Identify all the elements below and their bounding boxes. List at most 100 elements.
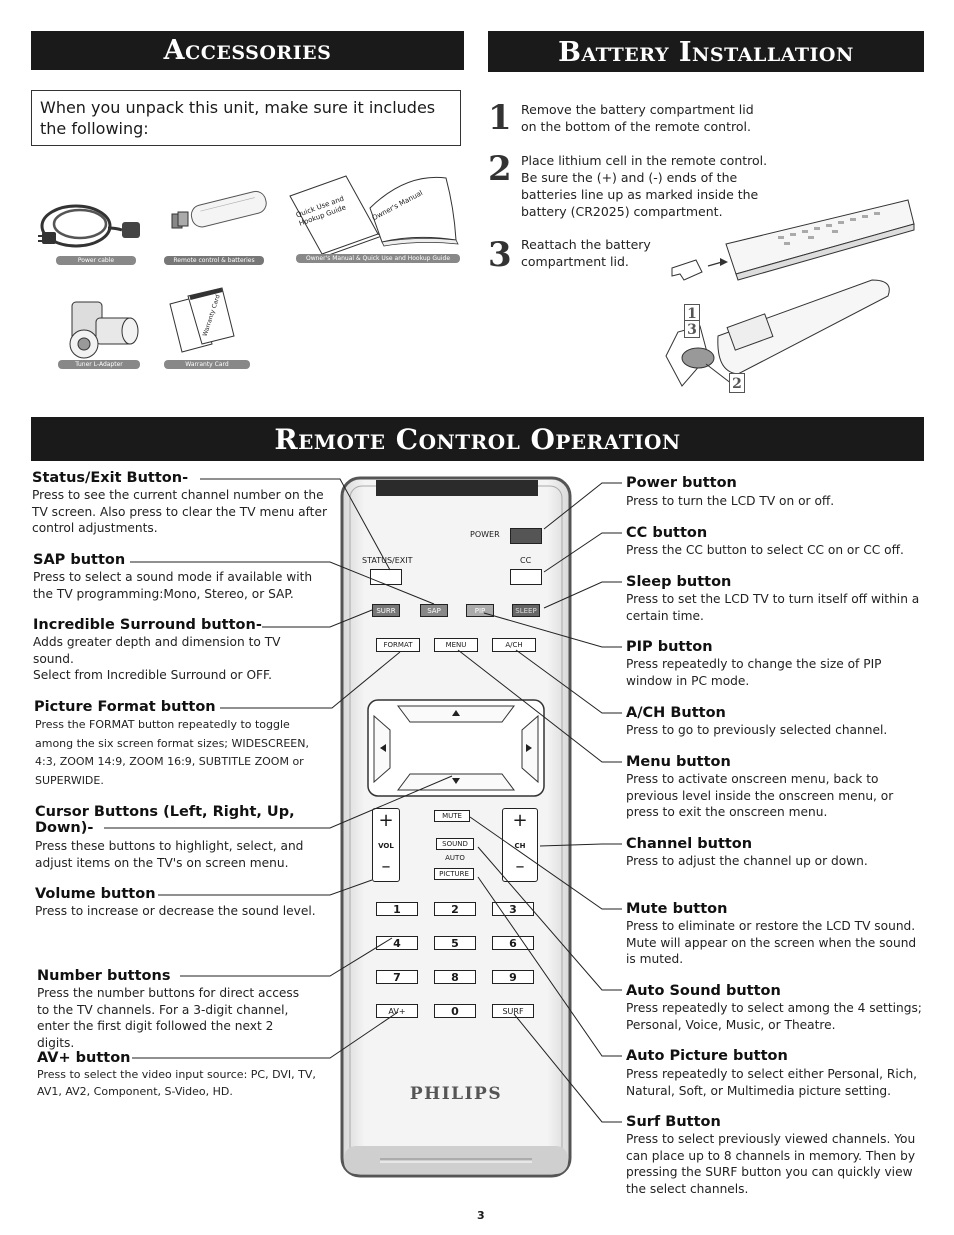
auto-sound-button[interactable]: SOUND: [436, 838, 474, 850]
power-button[interactable]: [510, 528, 542, 544]
volume-desc: Press to increase or decrease the sound …: [35, 904, 316, 918]
pip-button[interactable]: PIP: [466, 604, 494, 617]
diagram-tag: 3: [684, 320, 700, 338]
surround-desc: Adds greater depth and dimension to TV s…: [33, 635, 281, 666]
cursor-right-button[interactable]: [522, 730, 538, 768]
cursor-title-2: Down)-: [35, 820, 94, 836]
step-number: 3: [488, 235, 512, 275]
sleep-title: Sleep button: [626, 574, 732, 590]
surf-title: Surf Button: [626, 1114, 721, 1130]
volume-label: VOL: [378, 842, 394, 850]
digit-button-9[interactable]: 9: [492, 970, 534, 984]
ach-desc: Press to go to previously selected chann…: [626, 723, 888, 737]
digit-button-8[interactable]: 8: [434, 970, 476, 984]
accessory-label: Power cable: [56, 256, 136, 265]
sap-title: SAP button: [33, 552, 126, 568]
format-button[interactable]: FORMAT: [376, 638, 420, 652]
channel-plus-icon: +: [512, 810, 528, 831]
volume-title: Volume button: [35, 886, 156, 902]
channel-minus-icon: –: [515, 856, 525, 877]
cursor-down-button[interactable]: [410, 774, 502, 790]
picture-format-title: Picture Format button: [34, 699, 216, 715]
accessory-label: Warranty Card: [164, 360, 250, 369]
surf-button[interactable]: SURF: [492, 1004, 534, 1018]
digit-button-2[interactable]: 2: [434, 902, 476, 916]
surround-title: Incredible Surround button-: [33, 617, 262, 633]
volume-minus-icon: –: [381, 856, 391, 877]
warranty-card-icon: [169, 287, 235, 353]
sap-button[interactable]: SAP: [420, 604, 448, 617]
auto-picture-desc: Press repeatedly to select either Person…: [626, 1067, 918, 1098]
step-text: Remove the battery compartment lid on th…: [521, 102, 754, 134]
page-number: 3: [477, 1209, 485, 1222]
digit-button-6[interactable]: 6: [492, 936, 534, 950]
number-desc: Press the number buttons for direct acce…: [37, 986, 300, 1050]
ach-title: A/CH Button: [626, 705, 726, 721]
digit-button-7[interactable]: 7: [376, 970, 418, 984]
av-plus-button[interactable]: AV+: [376, 1004, 418, 1018]
av-desc: Press to select the video input source: …: [37, 1068, 316, 1098]
manual-icon: [289, 175, 459, 256]
sleep-desc: Press to set the LCD TV to turn itself o…: [626, 592, 920, 623]
auto-picture-title: Auto Picture button: [626, 1048, 788, 1064]
cc-desc: Press the CC button to select CC on or C…: [626, 543, 904, 557]
digit-button-0[interactable]: 0: [434, 1004, 476, 1018]
status-exit-label: STATUS/EXIT: [362, 556, 413, 565]
cc-title: CC button: [626, 525, 708, 541]
cc-button[interactable]: [510, 569, 542, 585]
accessory-label: Owner's Manual & Quick Use and Hookup Gu…: [296, 254, 460, 263]
av-title: AV+ button: [37, 1050, 131, 1066]
status-exit-button[interactable]: [370, 569, 402, 585]
battery-diagram: [665, 199, 915, 387]
step-number: 1: [488, 98, 512, 138]
power-title: Power button: [626, 475, 737, 491]
menu-button[interactable]: MENU: [434, 638, 478, 652]
cursor-title: Cursor Buttons (Left, Right, Up,: [35, 804, 295, 820]
pip-desc: Press repeatedly to change the size of P…: [626, 657, 882, 688]
sleep-button[interactable]: SLEEP: [512, 604, 540, 617]
channel-label: CH: [514, 842, 526, 850]
pip-title: PIP button: [626, 639, 713, 655]
mute-desc: Press to eliminate or restore the LCD TV…: [626, 919, 917, 966]
accessory-label: Tuner L-Adapter: [58, 360, 140, 369]
status-exit-desc: Press to see the current channel number …: [32, 488, 327, 535]
power-cable-icon: [38, 204, 140, 248]
brand-logo: PHILIPS: [409, 1084, 503, 1104]
digit-button-1[interactable]: 1: [376, 902, 418, 916]
cursor-up-button[interactable]: [410, 706, 502, 722]
accessories-header: Accessories: [31, 31, 464, 70]
power-label: POWER: [470, 530, 500, 539]
mute-title: Mute button: [626, 901, 728, 917]
accessory-label: Remote control & batteries: [164, 256, 264, 265]
digit-button-5[interactable]: 5: [434, 936, 476, 950]
digit-button-4[interactable]: 4: [376, 936, 418, 950]
volume-plus-icon: +: [378, 810, 394, 831]
channel-title: Channel button: [626, 836, 753, 852]
step-text: Place lithium cell in the remote control…: [521, 153, 768, 219]
surr-button[interactable]: SURR: [372, 604, 400, 617]
step-number: 2: [488, 149, 512, 189]
auto-picture-button[interactable]: PICTURE: [434, 868, 474, 880]
power-desc: Press to turn the LCD TV on or off.: [626, 494, 835, 508]
surround-desc-2: Select from Incredible Surround or OFF.: [33, 668, 272, 682]
step-text: Reattach the battery compartment lid.: [521, 237, 651, 269]
surf-desc: Press to select previously viewed channe…: [626, 1132, 916, 1196]
auto-label: AUTO: [445, 854, 465, 862]
remote-control-icon: [171, 190, 267, 229]
menu-title: Menu button: [626, 754, 731, 770]
mute-button[interactable]: MUTE: [434, 810, 470, 822]
menu-desc: Press to activate onscreen menu, back to…: [626, 772, 894, 819]
picture-format-desc: Press the FORMAT button repeatedly to to…: [35, 718, 309, 787]
remote-control-illustration: POWER STATUS/EXIT CC SURR SAP PIP SLEEP …: [340, 476, 572, 1178]
cc-label: CC: [520, 556, 532, 565]
tuner-adapter-icon: [69, 301, 139, 359]
channel-desc: Press to adjust the channel up or down.: [626, 854, 868, 868]
status-exit-title: Status/Exit Button-: [32, 470, 189, 486]
remote-control-operation-header: Remote Control Operation: [31, 417, 924, 461]
digit-button-3[interactable]: 3: [492, 902, 534, 916]
sap-desc: Press to select a sound mode if availabl…: [33, 570, 313, 601]
cursor-left-button[interactable]: [374, 730, 390, 768]
auto-sound-title: Auto Sound button: [626, 983, 781, 999]
ach-button[interactable]: A/CH: [492, 638, 536, 652]
cursor-desc: Press these buttons to highlight, select…: [35, 839, 304, 870]
